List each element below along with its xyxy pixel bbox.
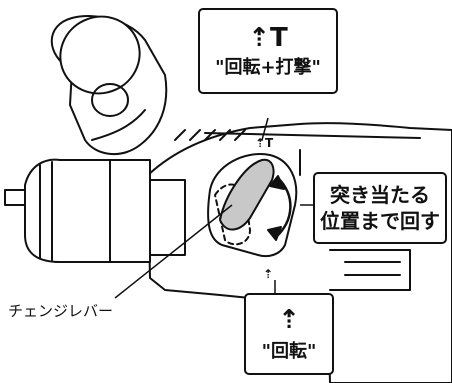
callout-bottom-text: "回転" <box>261 341 317 362</box>
callout-hammer-drill-mode: ⇡T "回転+打撃" <box>198 8 338 94</box>
leader-lever <box>114 204 233 299</box>
callout-turn-to-stop: 突き当たる 位置まで回す <box>313 172 447 244</box>
hammer-mode-mark: ⇡T <box>255 136 274 150</box>
drill-mode-mark: ⇡ <box>263 267 273 281</box>
change-lever <box>219 158 275 231</box>
vent-slots <box>174 129 246 141</box>
dust-cup-opening <box>59 15 141 95</box>
drill-mode-icon: ⇡ <box>278 305 300 335</box>
callout-drill-mode: ⇡ "回転" <box>244 293 334 375</box>
change-lever-alt-position <box>214 183 251 246</box>
callout-top-text: "回転+打撃" <box>215 57 321 78</box>
drill-bit <box>4 189 26 206</box>
leader-top <box>261 117 269 141</box>
hammer-drill-mode-icon: ⇡T <box>248 23 288 53</box>
change-lever-label: チェンジレバー <box>8 302 114 320</box>
chuck-housing <box>24 158 151 263</box>
callout-right-line1: 突き当たる <box>330 183 430 207</box>
callout-right-line2: 位置まで回す <box>320 209 440 233</box>
